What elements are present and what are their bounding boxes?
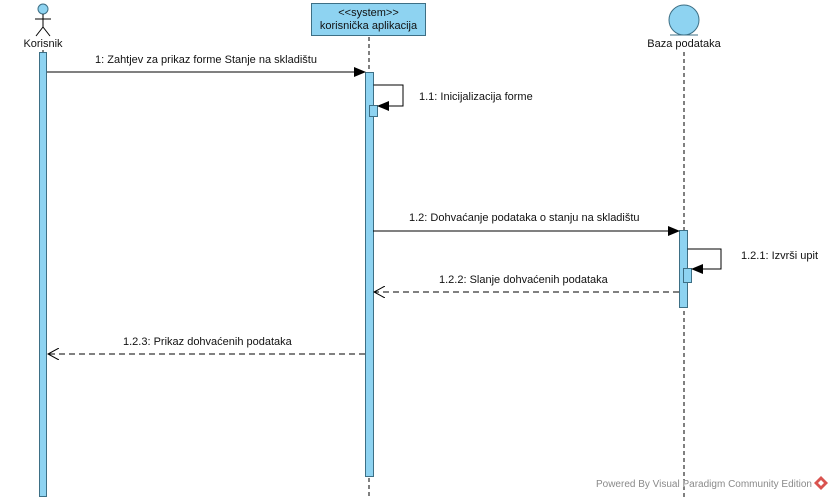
message-1-1-arrow — [373, 84, 404, 111]
message-1-2-label: 1.2: Dohvaćanje podataka o stanju na skl… — [409, 212, 640, 224]
visual-paradigm-logo-icon — [814, 476, 828, 490]
database-icon — [668, 4, 700, 36]
footer-powered-by: Powered By Visual Paradigm Community Edi… — [595, 479, 812, 490]
database-label: Baza podataka — [647, 38, 721, 50]
message-1-1-label: 1.1: Inicijalizacija forme — [419, 91, 533, 103]
participant-system-name: korisnička aplikacija — [319, 19, 418, 32]
activation-korisnik — [39, 52, 47, 497]
activation-aplikacija-nested — [369, 105, 378, 117]
message-1-2-2-label: 1.2.2: Slanje dohvaćenih podataka — [439, 274, 608, 286]
message-1-2-1-arrow — [687, 248, 722, 274]
activation-baza-nested — [683, 268, 692, 283]
activation-aplikacija — [365, 72, 374, 477]
message-1-2-1-label: 1.2.1: Izvrši upit — [741, 250, 819, 262]
message-1-2-3-label: 1.2.3: Prikaz dohvaćenih podataka — [123, 336, 292, 348]
actor-korisnik-label: Korisnik — [23, 38, 63, 50]
message-1-label: 1: Zahtjev za prikaz forme Stanje na skl… — [95, 54, 317, 66]
participant-stereotype: <<system>> — [338, 6, 399, 19]
actor-korisnik-icon — [35, 3, 51, 37]
participant-korisnicka-aplikacija: <<system>> korisnička aplikacija — [311, 3, 426, 36]
